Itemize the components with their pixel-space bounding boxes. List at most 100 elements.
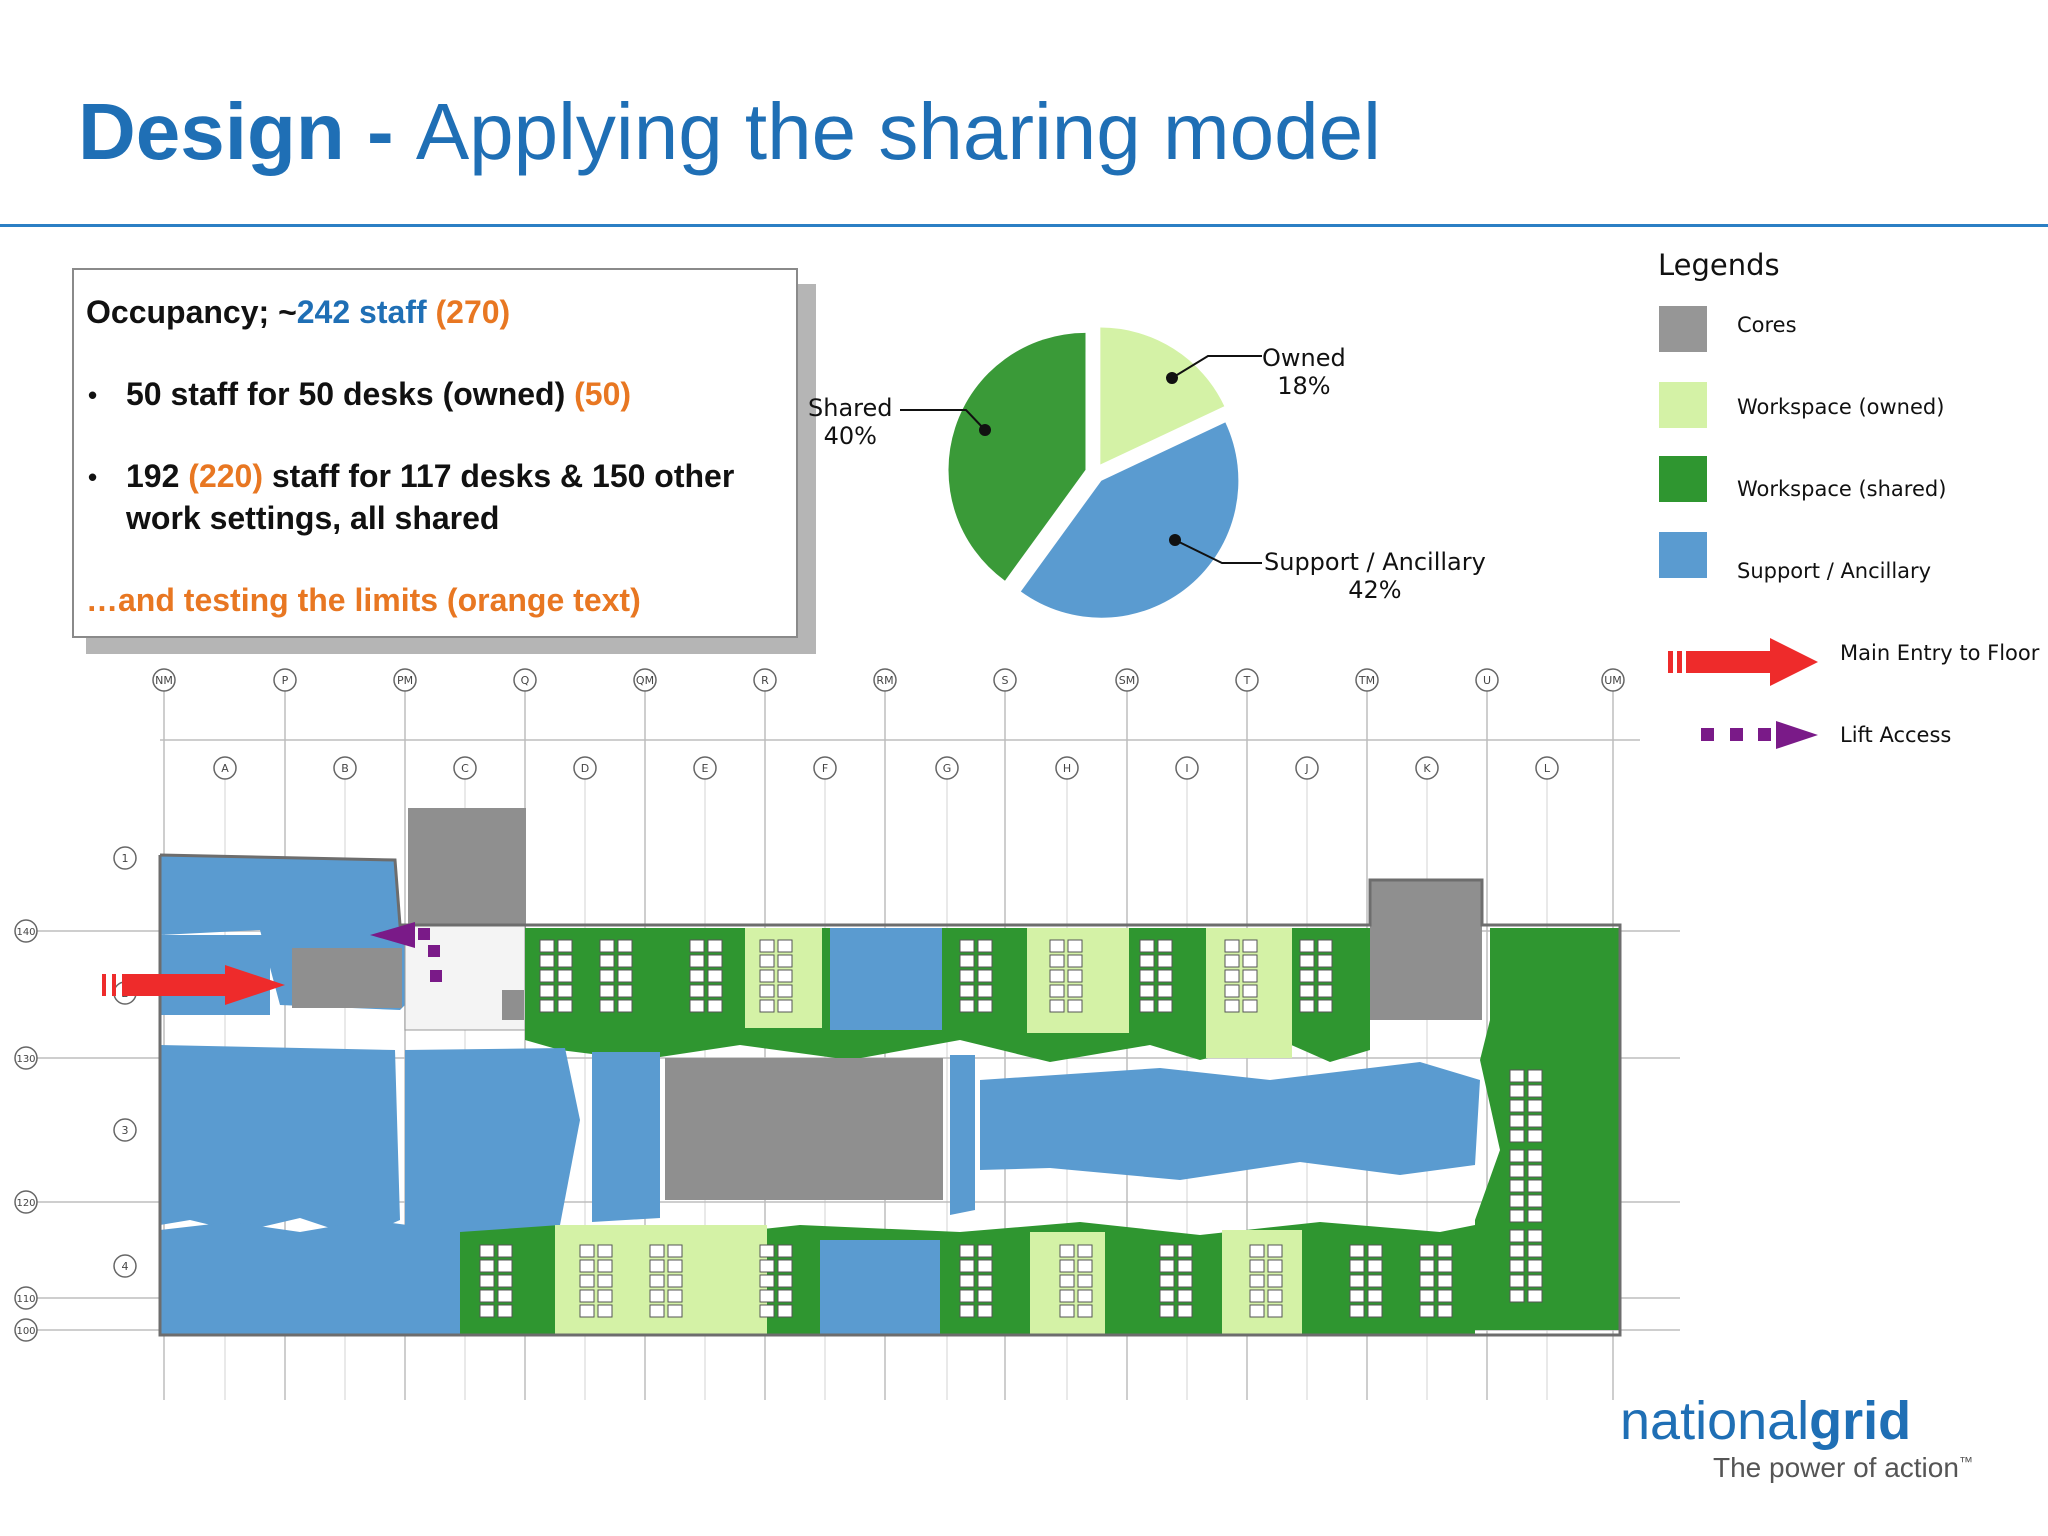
- desk: [1367, 1274, 1383, 1288]
- desk: [959, 939, 975, 953]
- legend-label-shared: Workspace (shared): [1737, 477, 1947, 501]
- desk: [649, 1274, 665, 1288]
- title-rest: Applying the sharing model: [415, 87, 1381, 176]
- desk: [599, 954, 615, 968]
- column-label: S: [1002, 674, 1009, 687]
- row-label: 1: [122, 852, 129, 865]
- desk: [649, 1304, 665, 1318]
- desk: [707, 984, 723, 998]
- desk: [777, 1259, 793, 1273]
- desk: [497, 1244, 513, 1258]
- desk: [1139, 999, 1155, 1013]
- desk: [599, 984, 615, 998]
- desk: [649, 1259, 665, 1273]
- desk: [539, 984, 555, 998]
- desk: [707, 939, 723, 953]
- row-label: 4: [122, 1260, 129, 1273]
- desk: [1242, 984, 1258, 998]
- plan-main-entry-arrow-icon: [102, 965, 285, 1005]
- grid-ref-label: 100: [16, 1326, 35, 1337]
- column-marker: [813, 756, 837, 780]
- column-marker: [753, 668, 777, 692]
- desk: [667, 1259, 683, 1273]
- desk: [1317, 999, 1333, 1013]
- zone-support-middle-4: [950, 1055, 975, 1215]
- desk: [959, 999, 975, 1013]
- column-marker: [393, 668, 417, 692]
- desk: [1317, 954, 1333, 968]
- zone-support-middle-2: [405, 1048, 580, 1238]
- zone-workspace-right-shared: [1475, 928, 1620, 1330]
- desk: [959, 984, 975, 998]
- desk: [1317, 969, 1333, 983]
- desk: [1067, 984, 1083, 998]
- desk: [1177, 1274, 1193, 1288]
- desk: [777, 939, 793, 953]
- legend-label-lift-access: Lift Access: [1840, 723, 1952, 747]
- desk: [497, 1304, 513, 1318]
- desk: [707, 954, 723, 968]
- desk: [1509, 1129, 1525, 1143]
- desk: [479, 1274, 495, 1288]
- column-marker: [1355, 668, 1379, 692]
- desk: [977, 969, 993, 983]
- national-grid-logo: nationalgrid: [1620, 1391, 1912, 1451]
- column-label: NM: [155, 674, 173, 687]
- column-marker: [152, 668, 176, 692]
- grid-ref-label: 120: [16, 1198, 35, 1209]
- desk: [1509, 1289, 1525, 1303]
- column-marker: [1055, 756, 1079, 780]
- desk: [759, 1289, 775, 1303]
- desk: [959, 1274, 975, 1288]
- desk: [597, 1289, 613, 1303]
- desk: [557, 969, 573, 983]
- grid-ref-label: 140: [16, 927, 35, 938]
- desk: [1527, 1069, 1543, 1083]
- desk: [1527, 1259, 1543, 1273]
- desk: [689, 954, 705, 968]
- zone-support-top-mid: [830, 928, 942, 1030]
- desk: [617, 939, 633, 953]
- desk: [1157, 969, 1173, 983]
- desk: [1317, 939, 1333, 953]
- desk: [1527, 1084, 1543, 1098]
- desk: [667, 1289, 683, 1303]
- desk: [959, 1244, 975, 1258]
- desk: [1049, 999, 1065, 1013]
- column-label: D: [581, 762, 589, 775]
- desk: [759, 984, 775, 998]
- occupancy-footer: …and testing the limits (orange text): [86, 582, 641, 618]
- grid-ref-marker: [14, 1318, 38, 1342]
- desk: [1527, 1229, 1543, 1243]
- desk: [1267, 1289, 1283, 1303]
- desk: [579, 1274, 595, 1288]
- desk: [1177, 1304, 1193, 1318]
- desk: [759, 954, 775, 968]
- bullet-dot: •: [88, 462, 98, 492]
- desk: [1349, 1259, 1365, 1273]
- desk: [959, 1304, 975, 1318]
- column-label: C: [461, 762, 469, 775]
- desk: [1067, 969, 1083, 983]
- desk: [977, 939, 993, 953]
- desk: [1299, 999, 1315, 1013]
- desk: [557, 939, 573, 953]
- column-marker: [993, 668, 1017, 692]
- desk: [1267, 1244, 1283, 1258]
- column-label: U: [1483, 674, 1491, 687]
- occupancy-heading: Occupancy; ~242 staff (270): [86, 294, 511, 330]
- desk: [759, 1244, 775, 1258]
- desk: [617, 984, 633, 998]
- desk: [1349, 1274, 1365, 1288]
- desk: [1317, 984, 1333, 998]
- title-bold: Design -: [78, 87, 416, 176]
- desk: [1419, 1244, 1435, 1258]
- desk: [1509, 1274, 1525, 1288]
- desk: [977, 1274, 993, 1288]
- desk: [1437, 1304, 1453, 1318]
- desk: [479, 1259, 495, 1273]
- column-label: B: [341, 762, 349, 775]
- column-label: L: [1544, 762, 1551, 775]
- desk: [579, 1244, 595, 1258]
